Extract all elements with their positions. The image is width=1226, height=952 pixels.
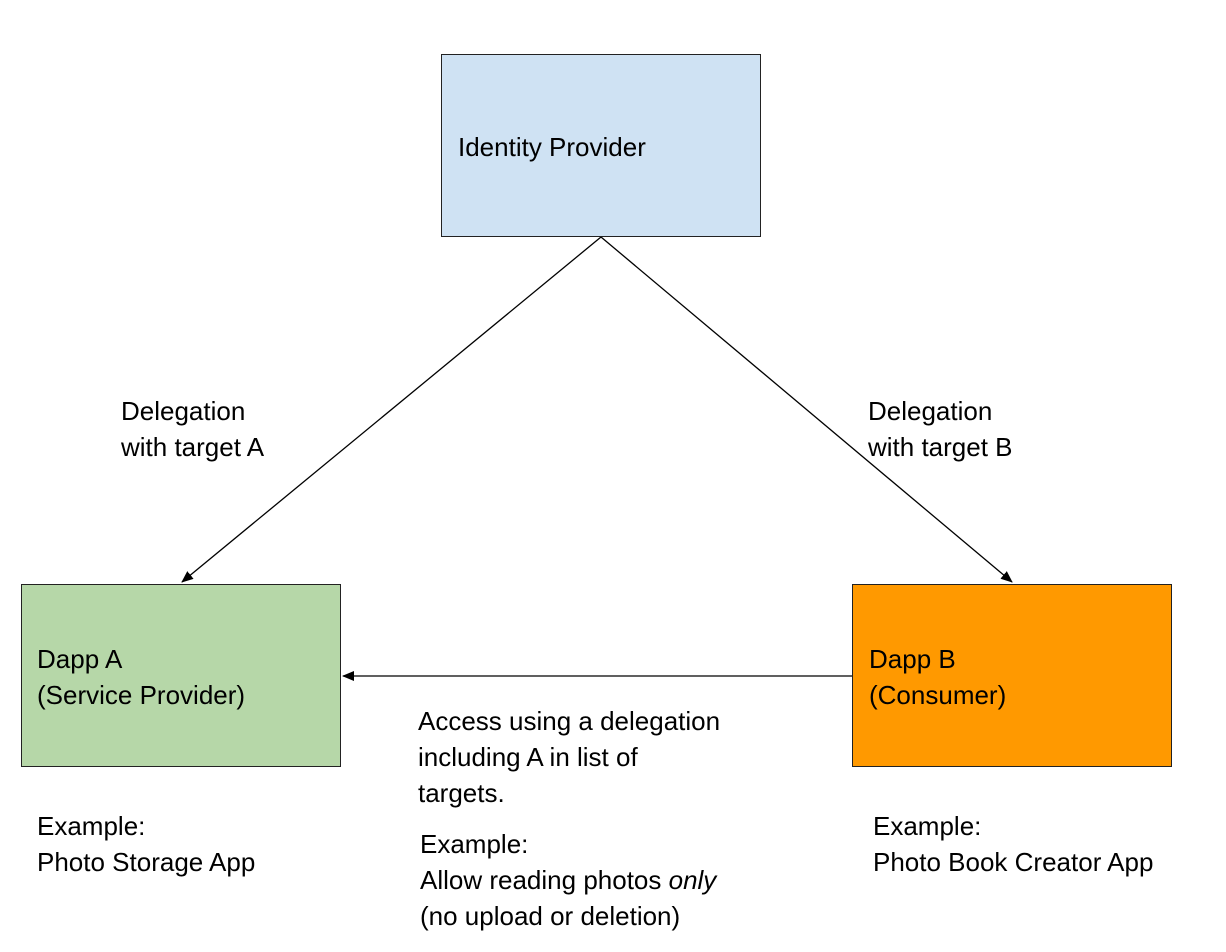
dapp-b-label: Dapp B (Consumer) <box>869 641 1006 713</box>
dapp-a-role: (Service Provider) <box>37 680 246 710</box>
delegation-a-label: Delegation with target A <box>121 393 264 465</box>
example-dapp-a-value: Photo Storage App <box>37 847 256 877</box>
delegation-b-label: Delegation with target B <box>868 393 1013 465</box>
access-line1: Access using a delegation <box>418 706 721 736</box>
dapp-b-role: (Consumer) <box>869 680 1007 710</box>
edge-idp-to-dapp-a <box>181 236 602 583</box>
identity-provider-node: Identity Provider <box>441 54 761 237</box>
access-line2: including A in list of <box>418 742 638 772</box>
access-line3: targets. <box>418 778 505 808</box>
example-dapp-a-heading: Example: <box>37 811 146 841</box>
example-access-label: Example: Allow reading photos only (no u… <box>420 826 716 934</box>
dapp-a-name: Dapp A <box>37 644 123 674</box>
example-dapp-b-value: Photo Book Creator App <box>873 847 1154 877</box>
delegation-a-line1: Delegation <box>121 396 246 426</box>
example-access-heading: Example: <box>420 829 529 859</box>
example-access-line2: Allow reading photos only <box>420 862 716 898</box>
edge-idp-to-dapp-b <box>600 236 1013 583</box>
example-dapp-b-heading: Example: <box>873 811 982 841</box>
example-access-line3: (no upload or deletion) <box>420 901 681 931</box>
delegation-b-line1: Delegation <box>868 396 993 426</box>
access-label: Access using a delegation including A in… <box>418 703 720 811</box>
delegation-a-line2: with target A <box>121 432 265 462</box>
example-dapp-b-label: Example: Photo Book Creator App <box>873 808 1153 880</box>
dapp-b-node: Dapp B (Consumer) <box>852 584 1172 767</box>
dapp-a-label: Dapp A (Service Provider) <box>37 641 245 713</box>
example-access-emphasis: only <box>668 865 717 895</box>
identity-provider-label: Identity Provider <box>458 132 646 162</box>
example-access-prefix: Allow reading photos <box>420 865 669 895</box>
dapp-b-name: Dapp B <box>869 644 956 674</box>
dapp-a-node: Dapp A (Service Provider) <box>21 584 341 767</box>
delegation-b-line2: with target B <box>868 432 1013 462</box>
example-dapp-a-label: Example: Photo Storage App <box>37 808 255 880</box>
